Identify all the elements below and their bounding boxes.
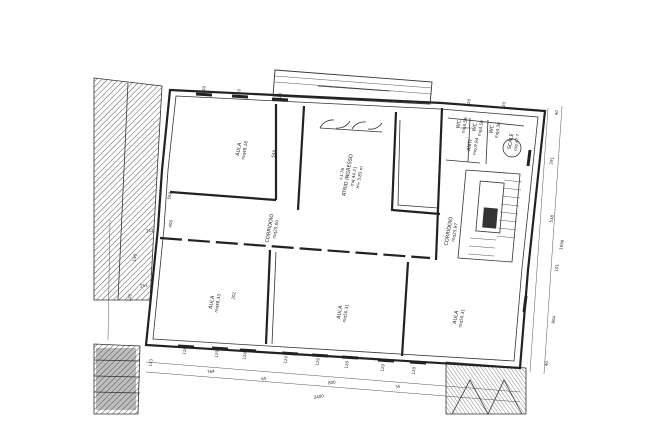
room-name: SCALE xyxy=(507,133,516,150)
room-area: mq25.97 xyxy=(450,222,458,242)
room-name: CORRIDOIO xyxy=(444,216,455,246)
dimension-label: 804 xyxy=(550,315,556,324)
adjacent-building-hatch xyxy=(93,77,163,415)
dimension-label: 120 xyxy=(276,92,282,101)
room-name: WC xyxy=(455,119,462,129)
entrance-steps xyxy=(272,69,433,105)
dimension-label: 40 xyxy=(554,109,560,115)
dimension-labels: 549 202 764 65 800 35 2400 1690 804 518 291 40 40 101… xyxy=(126,85,565,400)
dimension-label: 130 xyxy=(131,253,137,262)
room-area: mq48.33 xyxy=(213,293,221,313)
room-name: AULA xyxy=(208,295,216,310)
window-marks xyxy=(177,92,532,365)
room-name: CORRIDOIO xyxy=(265,213,276,243)
room-name: ANTI xyxy=(466,139,474,152)
dimension-label: 764 xyxy=(207,368,216,374)
room-area: mq.9.94 xyxy=(472,137,480,155)
room-extra: H= 3.85 m xyxy=(355,166,364,189)
dimension-label: 291 xyxy=(548,156,554,165)
interior-walls xyxy=(159,104,525,357)
entrance-doors xyxy=(319,119,383,133)
room-area: mq48.18 xyxy=(240,140,248,160)
room-area: mq50.31 xyxy=(457,308,465,328)
dimension-label: 202 xyxy=(230,291,236,300)
dimension-lines xyxy=(107,105,563,403)
dimension-label: 251 xyxy=(140,282,149,288)
room-level: +1.76 xyxy=(338,167,345,181)
dimension-label: 212 xyxy=(146,227,155,233)
dimension-label: 2400 xyxy=(313,393,324,399)
dimension-label: 120 xyxy=(314,357,320,366)
dimension-label: 120 xyxy=(465,98,471,107)
dimension-label: 40 xyxy=(544,360,550,366)
room-area: mq25.00 xyxy=(271,219,279,239)
dimension-label: 120 xyxy=(213,349,219,358)
dimension-label: 65 xyxy=(261,376,267,382)
room-area: mq50.31 xyxy=(341,303,349,323)
dimension-label: 35 xyxy=(395,384,401,390)
dimension-label: 400 xyxy=(167,219,173,228)
dimension-label: 549 xyxy=(270,149,276,158)
dimension-label: 120 xyxy=(379,363,385,372)
dimension-label: 133 xyxy=(147,358,153,367)
dimension-label: 120 xyxy=(343,360,349,369)
room-name: WC xyxy=(471,122,478,132)
room-name: AULA xyxy=(452,310,460,325)
dimension-label: 101 xyxy=(553,263,559,272)
dimension-label: 120 xyxy=(200,85,206,94)
room-area: mq4.30 xyxy=(494,122,502,139)
dimension-label: 120 xyxy=(410,366,416,375)
dimension-label: 800 xyxy=(328,379,337,385)
dimension-label: 120 xyxy=(282,355,288,364)
dimension-label: 518 xyxy=(548,214,554,223)
outer-walls xyxy=(144,88,547,370)
room-name: AULA xyxy=(336,305,344,320)
stair-treads xyxy=(467,179,523,257)
room-area: mq.47.7 xyxy=(513,133,521,151)
dimension-label: 120 xyxy=(500,101,506,110)
dimension-label: 120 xyxy=(181,346,187,355)
room-area: mq4.50 xyxy=(477,120,485,137)
dimension-label: 120 xyxy=(241,351,247,360)
bottom-right-stairs xyxy=(445,361,527,415)
dimension-label: 120 xyxy=(126,293,132,302)
room-name: WC xyxy=(488,124,495,134)
dimension-label: 1690 xyxy=(558,239,565,250)
room-area: mq.44.21 xyxy=(349,166,357,187)
dimension-label: 550 xyxy=(166,191,172,200)
dimension-label: 120 xyxy=(235,88,241,97)
room-area: mq4.59 xyxy=(461,117,469,134)
room-name: AULA xyxy=(235,142,243,157)
scale-emblem xyxy=(502,138,522,158)
